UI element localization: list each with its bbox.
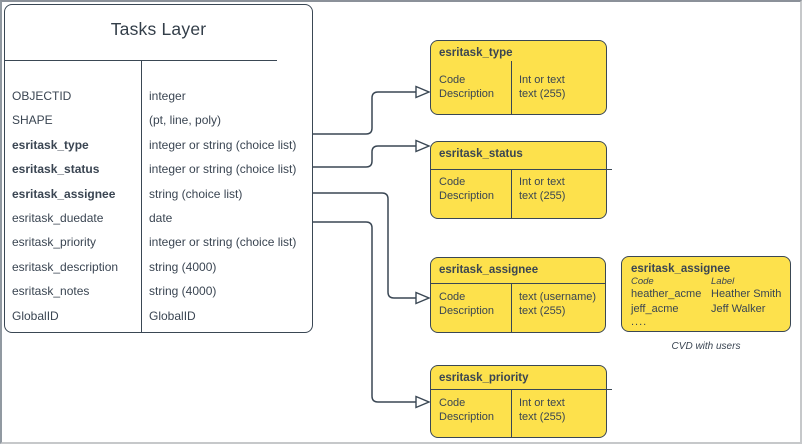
field-name: esritask_notes xyxy=(12,284,90,299)
field-row: esritask_priority integer or string (choi… xyxy=(5,230,312,254)
title-separator xyxy=(430,389,612,390)
field-type: integer xyxy=(149,89,186,103)
field-rows: OBJECTID integer SHAPE (pt, line, poly) es… xyxy=(5,84,312,328)
arrowhead-status-icon xyxy=(415,139,431,153)
field-row: esritask_notes string (4000) xyxy=(5,279,312,303)
field-name: esritask_priority xyxy=(12,235,97,250)
arrowhead-priority-icon xyxy=(415,395,431,409)
field-type: GlobalID xyxy=(149,308,196,323)
field-row: OBJECTID integer xyxy=(5,84,312,108)
field-row: esritask_status integer or string (choice… xyxy=(5,157,312,181)
tasks-layer-table: Tasks Layer OBJECTID integer SHAPE (pt, li… xyxy=(4,4,313,333)
field-row: esritask_assignee string (choice list) xyxy=(5,182,312,206)
cell-divider xyxy=(511,283,512,332)
code-description-labels: Code Description xyxy=(439,74,495,100)
field-row: SHAPE (pt, line, poly) xyxy=(5,108,312,132)
cell-divider xyxy=(511,169,512,218)
cvd-box-title: esritask_assignee xyxy=(631,263,731,275)
field-name: esritask_assignee xyxy=(12,186,116,201)
arrowhead-assignee-icon xyxy=(415,291,431,305)
choice-box-title: esritask_status xyxy=(439,148,523,160)
cvd-user-row: heather_acme Heather Smith xyxy=(631,287,781,302)
cvd-column-headers: Code Label xyxy=(631,276,781,287)
field-type: date xyxy=(149,211,173,226)
choice-box-esritask-type: esritask_type Code Description Int or te… xyxy=(430,40,607,115)
cvd-user-code: jeff_acme xyxy=(631,302,679,315)
title-separator xyxy=(430,169,612,170)
cell-divider xyxy=(511,61,512,114)
field-type: string (4000) xyxy=(149,284,217,299)
field-type: string (choice list) xyxy=(149,186,243,201)
field-name: esritask_duedate xyxy=(12,211,104,226)
field-name: GlobalID xyxy=(12,308,59,323)
cvd-caption: CVD with users xyxy=(671,341,741,352)
cell-divider xyxy=(511,389,512,437)
field-name: SHAPE xyxy=(12,113,53,128)
field-row: esritask_type integer or string (choice l… xyxy=(5,133,312,157)
field-row: esritask_description string (4000) xyxy=(5,255,312,279)
field-name: esritask_description xyxy=(12,259,119,274)
choice-box-title: esritask_priority xyxy=(439,372,529,384)
choice-box-esritask-priority: esritask_priority Code Description Int o… xyxy=(430,365,612,438)
cvd-user-code: heather_acme xyxy=(631,288,702,300)
cvd-more-rows-ellipsis: .... xyxy=(631,316,648,328)
cvd-header-code: Code xyxy=(631,276,654,287)
table-title: Tasks Layer xyxy=(110,19,207,39)
connector-esritask-assignee xyxy=(313,192,416,299)
choice-box-title: esritask_assignee xyxy=(439,264,539,276)
field-name: OBJECTID xyxy=(12,89,72,103)
column-divider xyxy=(141,60,142,332)
choice-box-title: esritask_type xyxy=(439,47,513,59)
cvd-header-label: Label xyxy=(711,276,735,287)
field-name: esritask_type xyxy=(12,137,89,152)
cvd-user-label: Jeff Walker xyxy=(711,302,766,315)
choice-box-esritask-assignee: esritask_assignee Code Description text … xyxy=(430,257,606,333)
value-type-labels: Int or text text (255) xyxy=(519,176,566,202)
choice-box-esritask-status: esritask_status Code Description Int or … xyxy=(430,141,612,219)
field-type: string (4000) xyxy=(149,259,217,274)
connector-esritask-priority xyxy=(313,221,416,403)
code-description-labels: Code Description xyxy=(439,176,495,202)
cvd-users-box: esritask_assignee Code Label heather_acm… xyxy=(621,256,791,332)
cvd-user-row: jeff_acme Jeff Walker xyxy=(631,302,781,317)
field-row: GlobalID GlobalID xyxy=(5,304,312,328)
connector-esritask-status xyxy=(313,145,416,168)
code-description-labels: Code Description xyxy=(439,397,495,423)
value-type-labels: Int or text text (255) xyxy=(519,397,566,423)
value-type-labels: Int or text text (255) xyxy=(519,74,566,100)
field-type: integer or string (choice list) xyxy=(149,162,297,177)
connector-esritask-type xyxy=(313,91,416,135)
field-row: esritask_duedate date xyxy=(5,206,312,230)
field-name: esritask_status xyxy=(12,162,100,177)
code-description-labels: Code Description xyxy=(439,291,495,317)
value-type-labels: text (username) text (255) xyxy=(519,291,597,317)
field-type: (pt, line, poly) xyxy=(149,113,222,128)
field-type: integer or string (choice list) xyxy=(149,235,297,250)
cvd-user-label: Heather Smith xyxy=(711,288,782,300)
arrowhead-type-icon xyxy=(415,85,431,99)
field-type: integer or string (choice list) xyxy=(149,137,297,152)
title-separator xyxy=(430,283,606,284)
